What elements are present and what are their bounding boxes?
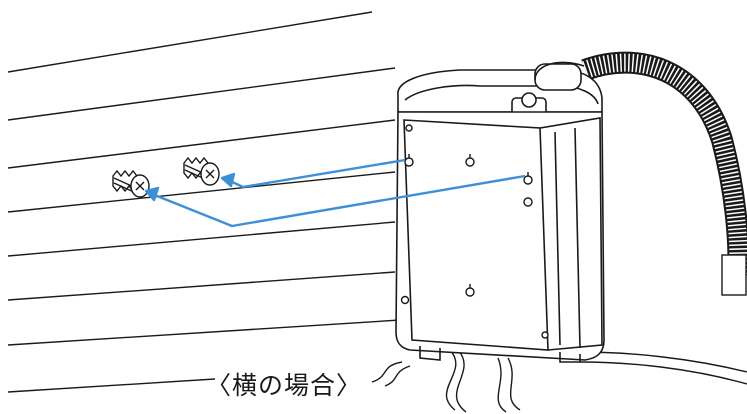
keyhole-slot-icon — [523, 172, 533, 185]
caption-label: 〈横の場合〉 — [206, 371, 363, 400]
arrows — [144, 158, 526, 228]
screw-icon — [112, 169, 150, 198]
wall-plank-line — [7, 119, 396, 169]
wall-plank-line — [7, 319, 401, 346]
keyhole-slot-icon — [523, 197, 533, 207]
wall-plank-line — [7, 67, 396, 121]
wall-plank-line — [7, 271, 396, 301]
wall-planks — [7, 11, 401, 393]
keyhole-slot-icon — [465, 284, 475, 297]
flexible-hose — [581, 51, 747, 296]
arrow-lower — [151, 174, 526, 228]
keyhole-slot-icon — [465, 154, 475, 167]
keyhole-slot-icon — [404, 154, 414, 167]
screw-icon — [183, 156, 220, 186]
keyhole-slots — [400, 124, 549, 339]
water-unit-device — [395, 61, 605, 363]
wall-plank-line — [7, 11, 373, 73]
wall-plank-line — [7, 171, 396, 213]
wall-plank-line — [7, 378, 216, 393]
wall-plank-line — [7, 221, 396, 257]
